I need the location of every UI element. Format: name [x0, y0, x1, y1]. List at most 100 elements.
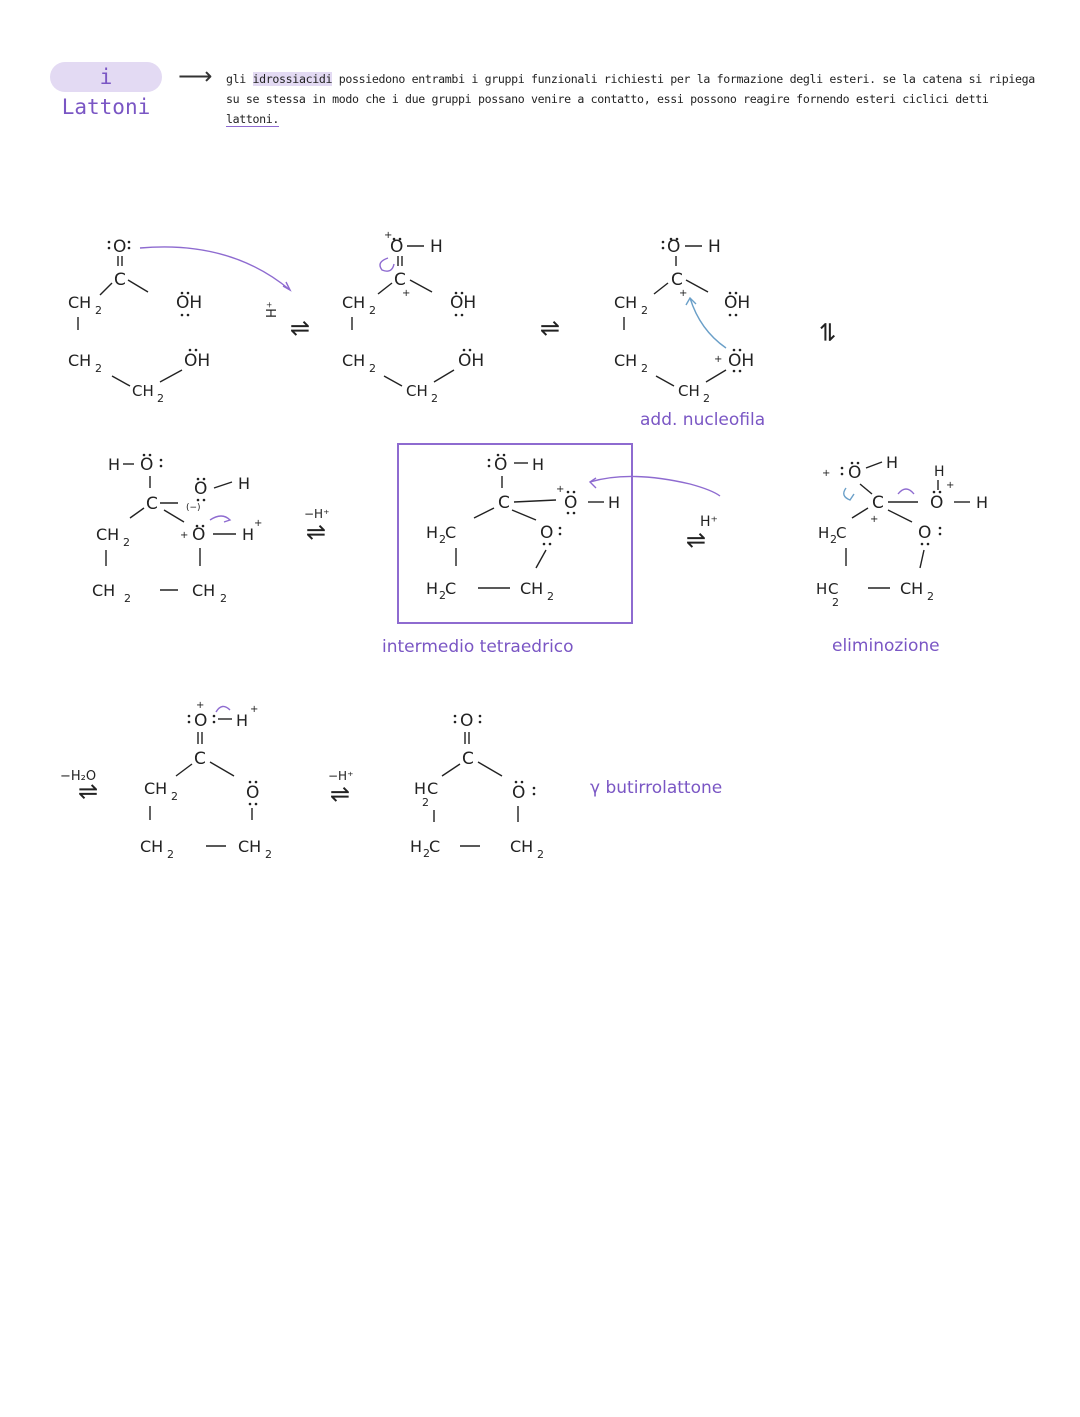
- s1-ch2-a-sub: 2: [95, 304, 102, 317]
- s6-h2c-a-sub: 2: [830, 533, 837, 546]
- intro-underlined: lattoni.: [226, 112, 280, 127]
- s2-ch2-c: CH: [406, 382, 428, 400]
- intro-arrow-icon: ⟶: [178, 62, 213, 90]
- s8-h2c-a-sub: 2: [422, 796, 429, 809]
- step5-h-plus: H⁺: [700, 514, 718, 530]
- tetrahedral-box: [397, 443, 633, 624]
- step2-arrows: ⇌: [540, 314, 560, 342]
- s5-h2c-a-sub: 2: [439, 533, 446, 546]
- s6-ring-o: O: [918, 523, 931, 543]
- s7-c: C: [194, 749, 206, 769]
- s2-h: H: [430, 237, 443, 257]
- step6-equilibrium: −H₂O ⇌: [60, 769, 98, 806]
- s2-o: O: [390, 237, 403, 257]
- s4-plus-o: +: [180, 530, 188, 541]
- structure-tetrahedral-protonated: H O C O H (−) + O H + CH 2 CH 2 CH 2: [92, 453, 262, 605]
- s1-ch2-b: CH: [68, 351, 91, 370]
- step4-minus-h: −H⁺: [304, 507, 329, 521]
- s8-h2c-b: H: [410, 837, 422, 856]
- s4-ch2-b: CH: [92, 581, 115, 600]
- s4-h-left: H: [108, 455, 120, 474]
- s6-h-right: H: [976, 493, 988, 512]
- s1-ch2-b-sub: 2: [95, 362, 102, 375]
- s4-ch2-a: CH: [96, 525, 119, 544]
- s8-h2c-a-c: C: [427, 779, 438, 798]
- structure-hydroxyacid: O C CH 2 CH 2 CH 2 OH OH: [68, 237, 292, 405]
- structure-protonated: + O H C + CH 2 CH 2 CH 2 OH OH: [342, 230, 484, 405]
- s6-plus-o: +: [946, 480, 954, 491]
- s5-h-top: H: [532, 455, 544, 474]
- s8-ch2-sub: 2: [537, 848, 544, 861]
- s7-ch2-b: CH: [140, 837, 163, 856]
- s4-o-top: O: [140, 455, 153, 475]
- s6-ch2-sub: 2: [927, 590, 934, 603]
- step7-equilibrium: −H⁺ ⇌: [328, 769, 353, 808]
- label-product: γ butirrolattone: [590, 778, 722, 798]
- s4-ch2-a-sub: 2: [123, 536, 130, 549]
- s3-alcohol-oh: OH: [728, 351, 754, 371]
- s3-nucleophile-arrow: [689, 297, 727, 349]
- s5-h2c-b: H: [426, 579, 438, 598]
- step5-equilibrium: H⁺ ⇌: [686, 514, 718, 554]
- s1-carbonyl-c: C: [114, 270, 126, 290]
- s5-proton-arrow: [589, 475, 721, 497]
- step1-equilibrium: H⁺ ⇌: [265, 301, 310, 342]
- s2-ch2-b: CH: [342, 351, 365, 370]
- step7-minus-h: −H⁺: [328, 769, 353, 783]
- s6-h2c-a-c: C: [836, 524, 846, 542]
- label-nucleophilic-addition: add. nucleofila: [640, 410, 765, 430]
- s3-ch2-a: CH: [614, 293, 637, 312]
- s3-ch2-b-sub: 2: [641, 362, 648, 375]
- label-elimination: eliminozione: [832, 636, 940, 656]
- structure-tetrahedral-intermediate: O H C + O H H 2 C O H 2 C CH 2 intermedi…: [382, 443, 721, 657]
- s6-plus-left: +: [822, 468, 830, 479]
- step1-h-plus: H⁺: [265, 301, 280, 318]
- structure-protonated-lactone: + O H + C CH 2 O CH 2 CH 2: [140, 700, 272, 861]
- s4-o-right: O: [194, 479, 207, 499]
- s6-hc-sub: 2: [832, 596, 839, 609]
- s5-o-right: O: [564, 493, 577, 513]
- intro-part1: gli: [226, 72, 253, 86]
- s5-h2c-a: H: [426, 523, 438, 542]
- s5-h2c-b-sub: 2: [439, 589, 446, 602]
- s2-ch2-c-sub: 2: [431, 392, 438, 405]
- intro-highlight: idrossiacidi: [252, 72, 333, 86]
- s3-acid-oh: OH: [724, 293, 750, 313]
- s3-ch2-c-sub: 2: [703, 392, 710, 405]
- s7-ch2-a: CH: [144, 779, 167, 798]
- s7-ch2-c-sub: 2: [265, 848, 272, 861]
- s5-h2c-b-c: C: [445, 579, 456, 598]
- s4-ch2-c-sub: 2: [220, 592, 227, 605]
- s5-o-top: O: [494, 455, 507, 475]
- s7-o: O: [194, 711, 207, 731]
- s2-ch2-a-sub: 2: [369, 304, 376, 317]
- s8-h2c-a: H: [414, 779, 426, 798]
- intro-part2: possiedono entrambi i gruppi funzionali …: [226, 72, 1035, 106]
- s5-ring-o: O: [540, 523, 553, 543]
- s1-carbonyl-o: O: [113, 237, 126, 257]
- s6-o-right: O: [930, 493, 943, 513]
- s1-proton-arrow: [139, 246, 291, 291]
- s1-ch2-a: CH: [68, 293, 91, 312]
- s6-h-upper: H: [934, 464, 945, 480]
- s2-ch2-b-sub: 2: [369, 362, 376, 375]
- s7-ch2-c: CH: [238, 837, 261, 856]
- s5-ch2-sub: 2: [547, 590, 554, 603]
- s6-hc: H: [816, 580, 827, 598]
- s4-ring-o: O: [192, 525, 205, 545]
- s2-plus-c: +: [402, 288, 410, 299]
- step6-minus-h2o: −H₂O: [60, 769, 96, 784]
- s5-c: C: [498, 493, 510, 513]
- structure-carbocation: O H C + CH 2 CH 2 CH 2 OH + OH add. nucl…: [614, 237, 765, 430]
- s3-h: H: [708, 237, 721, 257]
- s7-ch2-a-sub: 2: [171, 790, 178, 803]
- s3-o: O: [667, 237, 680, 257]
- s4-charge: (−): [186, 503, 201, 513]
- intro-paragraph: gli idrossiacidi possiedono entrambi i g…: [226, 69, 1036, 129]
- s3-plus-oh: +: [714, 354, 722, 365]
- s6-o-top: O: [848, 463, 861, 483]
- s6-c: C: [872, 493, 884, 513]
- s6-h-top: H: [886, 453, 898, 472]
- s8-c: C: [462, 749, 474, 769]
